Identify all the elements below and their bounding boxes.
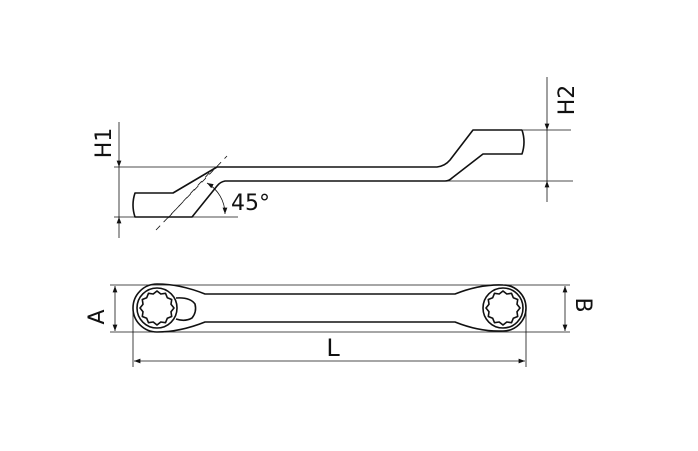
angle-label: 45° bbox=[231, 191, 270, 216]
left-ring-inner bbox=[136, 287, 178, 329]
h2-label: H2 bbox=[555, 85, 580, 116]
angle-arc bbox=[206, 182, 228, 215]
l-label: L bbox=[326, 334, 340, 362]
right-12-point-socket bbox=[485, 290, 521, 326]
right-ring-inner bbox=[482, 287, 524, 329]
a-label: A bbox=[85, 309, 110, 324]
wrench-side-outline bbox=[132, 129, 525, 218]
side-view: H1 45° H2 bbox=[92, 77, 580, 238]
b-label: B bbox=[570, 297, 595, 312]
wrench-front-outline bbox=[132, 283, 527, 333]
front-view: A B L bbox=[85, 283, 595, 367]
left-12-point-socket bbox=[139, 290, 175, 326]
left-ring-relief bbox=[175, 297, 197, 322]
h1-label: H1 bbox=[92, 128, 117, 159]
